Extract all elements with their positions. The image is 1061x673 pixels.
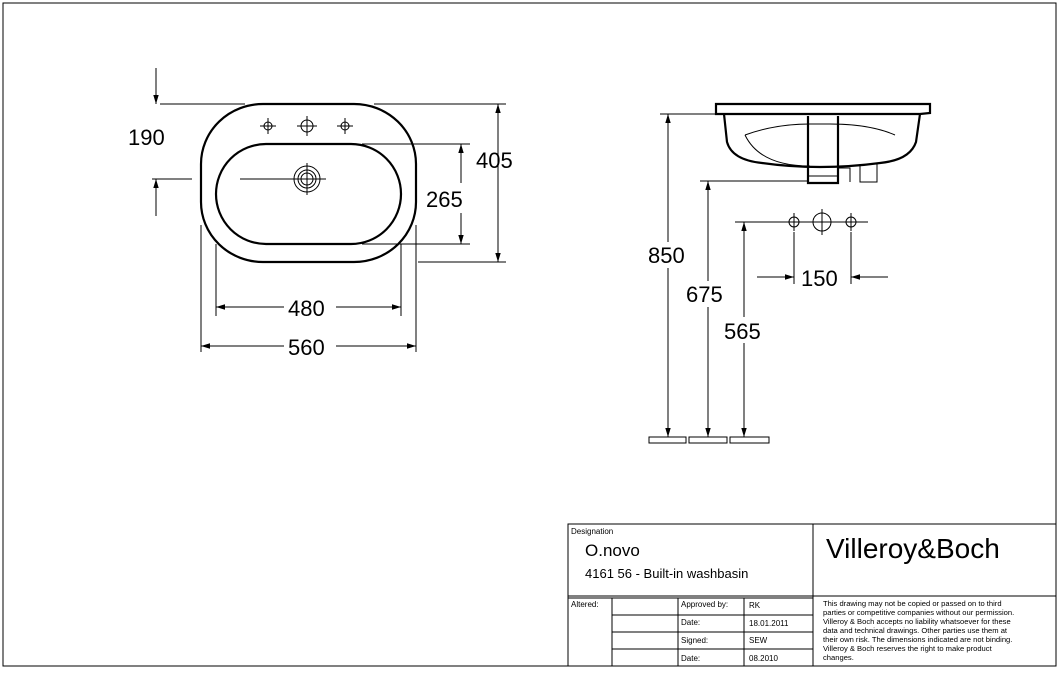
approved-value: RK (749, 601, 761, 610)
trap-profile (806, 116, 840, 185)
dim-265: 265 (426, 187, 463, 212)
date2-label: Date: (681, 654, 700, 663)
tap-hole-right-icon (337, 118, 353, 134)
notice-line-4: data and technical drawings. Other parti… (823, 626, 1008, 635)
date2-value: 08.2010 (749, 654, 778, 663)
product-name: O.novo (585, 541, 640, 560)
tap-hole-center-icon (297, 116, 317, 136)
notice-line-5: their own risk. The dimensions indicated… (823, 635, 1012, 644)
notice-line-2: parties or competitive companies without… (823, 608, 1014, 617)
tap-hole-right-icon (845, 213, 857, 231)
designation-label: Designation (571, 527, 613, 536)
title-block: Designation O.novo 4161 56 - Built-in wa… (567, 523, 1057, 667)
basin-outer-outline (199, 102, 418, 264)
dim-675: 675 (686, 282, 723, 307)
plan-view: 190 405 265 480 560 (128, 68, 513, 360)
dim-150: 150 (801, 266, 838, 291)
signed-label: Signed: (681, 636, 708, 645)
dim-560: 560 (288, 335, 325, 360)
notice-line-3: Villeroy & Boch accepts no liability wha… (823, 617, 1011, 626)
side-view: 850 675 565 150 (646, 102, 932, 444)
tap-hole-center-icon (812, 209, 832, 235)
dim-405: 405 (476, 148, 513, 173)
tap-hole-left-icon (788, 213, 800, 231)
product-description: 4161 56 - Built-in washbasin (585, 566, 748, 581)
notice-line-7: changes. (823, 653, 854, 662)
dim-480: 480 (288, 296, 325, 321)
floor-block-middle (688, 436, 728, 444)
altered-label: Altered: (571, 600, 599, 609)
drain-icon (240, 163, 326, 195)
basin-bowl-profile (722, 113, 922, 169)
dim-565: 565 (724, 319, 761, 344)
floor-block-left (648, 436, 687, 444)
dim-190: 190 (128, 125, 165, 150)
floor-block-right (729, 436, 770, 444)
signed-value: SEW (749, 636, 768, 645)
brand-logo: Villeroy&Boch (826, 533, 1000, 564)
tap-hole-left-icon (260, 118, 276, 134)
notice-line-6: Villeroy & Boch reserves the right to ma… (823, 644, 993, 653)
dim-850: 850 (648, 243, 685, 268)
date1-value: 18.01.2011 (749, 619, 789, 628)
bowl-inner-outline (214, 142, 403, 246)
basin-rim-profile (714, 102, 932, 116)
approved-label: Approved by: (681, 600, 728, 609)
notice-line-1: This drawing may not be copied or passed… (823, 599, 1002, 608)
date1-label: Date: (681, 618, 700, 627)
